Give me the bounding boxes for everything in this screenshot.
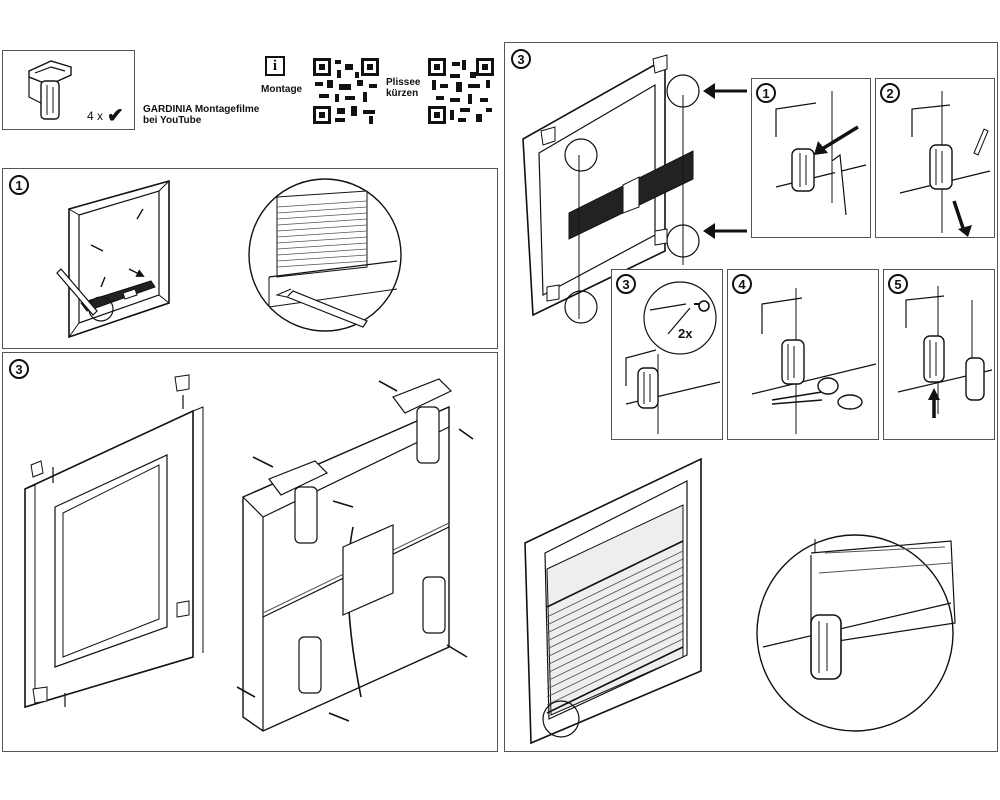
info-icon: i (265, 56, 285, 76)
pencil-icon (899, 91, 991, 237)
plissee-label-line1: Plissee (386, 77, 421, 88)
sub-step-2-panel: 2 (875, 78, 995, 238)
qr-code-icon[interactable] (313, 58, 379, 124)
plissee-label: Plissee kürzen (386, 77, 420, 99)
step-3-left-panel: 3 (2, 352, 498, 752)
plissee-label-line2: kürzen (386, 88, 419, 99)
step-number: 1 (756, 83, 776, 103)
video-title-line2: bei YouTube (143, 115, 202, 126)
sub-step-3-panel: 3 2x (611, 269, 723, 440)
sub-step-4-panel: 4 (727, 269, 879, 440)
finished-blind-illustration (524, 457, 702, 745)
step-number: 4 (732, 274, 752, 294)
video-title-line1: GARDINIA Montagefilme (143, 104, 260, 115)
step-1-panel: 1 (2, 168, 498, 349)
blind-package-illustration (236, 378, 474, 732)
detail-circle-clip (756, 534, 956, 732)
step-3-right-panel: 3 1 2 (504, 42, 998, 752)
sub-step-5-panel: 5 (883, 269, 995, 440)
window-frame-illustration (56, 179, 170, 339)
montage-label: Montage (261, 84, 303, 95)
count-text: 4 x (87, 109, 104, 123)
window-frame-brackets-illustration (24, 374, 204, 709)
checkmark-icon: ✔ (107, 105, 124, 127)
step-number: 1 (9, 175, 29, 195)
bracket-count-box: 4 x ✔ (2, 50, 135, 130)
qr-code-icon[interactable] (428, 58, 494, 124)
bracket-clip-icon (28, 60, 72, 120)
push-clip-illustration (897, 286, 993, 418)
window-with-blind-illustration (522, 54, 700, 324)
arrow-icon (703, 83, 747, 99)
step-number: 2 (880, 83, 900, 103)
clip-insert-illustration (775, 91, 867, 216)
video-title: GARDINIA Montagefilme bei YouTube (143, 104, 259, 126)
step-number: 3 (9, 359, 29, 379)
twice-label: 2x (678, 326, 693, 341)
knot-illustration (625, 281, 721, 434)
scissors-icon (751, 288, 877, 434)
detail-circle-pencil (248, 178, 402, 332)
step-number: 5 (888, 274, 908, 294)
info-glyph: i (272, 57, 278, 74)
step-number: 3 (616, 274, 636, 294)
sub-step-1-panel: 1 (751, 78, 871, 238)
arrow-icon (703, 223, 747, 239)
step-number: 3 (511, 49, 531, 69)
